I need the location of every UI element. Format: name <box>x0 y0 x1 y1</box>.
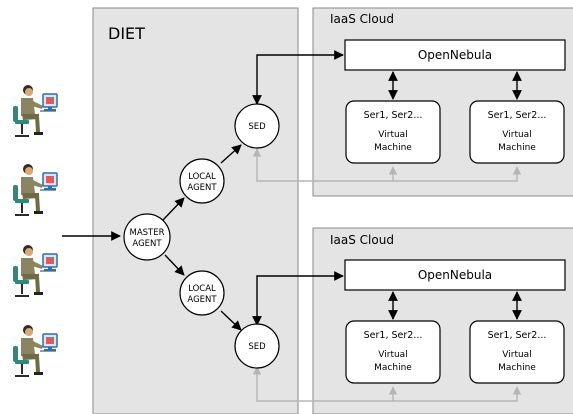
local-agent-bottom-label-line1: LOCAL <box>188 284 216 294</box>
vm-label-line1-1-bottom: Virtual <box>378 350 407 360</box>
vm-label-line2-2-top: Machine <box>498 143 536 153</box>
vm-services-2-top: Ser1, Ser2... <box>488 110 547 121</box>
local-agent-node-top <box>179 158 225 204</box>
local-agent-top-label-line1: LOCAL <box>188 172 216 182</box>
user-at-computer-icon <box>12 163 58 216</box>
sed-bottom-label: SED <box>248 342 266 352</box>
user-at-computer-icon <box>12 324 58 377</box>
vm-label-line1-2-top: Virtual <box>502 130 531 140</box>
sed-node-bottom <box>234 323 280 369</box>
master-agent-label-line2: AGENT <box>132 239 162 249</box>
iaas-cloud-label-bottom: IaaS Cloud <box>330 233 394 247</box>
sed-top-label: SED <box>248 122 266 132</box>
vm-feedback-line-top <box>252 148 522 182</box>
master-to-local-bottom-arrow <box>164 254 185 276</box>
opennebula-box-top <box>344 39 566 71</box>
master-agent-node <box>123 213 171 261</box>
local-top-to-sed-top-arrow <box>220 144 242 164</box>
local-agent-bottom-label-line2: AGENT <box>187 295 217 305</box>
vm-services-2-bottom: Ser1, Ser2... <box>488 330 547 341</box>
users-column <box>12 84 58 377</box>
opennebula-label-bottom: OpenNebula <box>418 268 492 282</box>
opennebula-box-bottom <box>344 259 566 291</box>
user-at-computer-icon <box>12 244 58 297</box>
vm-label-line2-1-bottom: Machine <box>374 363 412 373</box>
vm-services-1-bottom: Ser1, Ser2... <box>364 330 423 341</box>
master-to-local-top-arrow <box>162 197 185 221</box>
vm-label-line1-2-bottom: Virtual <box>502 350 531 360</box>
user-at-computer-icon <box>12 84 58 137</box>
vm-label-line1-1-top: Virtual <box>378 130 407 140</box>
iaas-cloud-label-top: IaaS Cloud <box>330 12 394 26</box>
vm-label-line2-2-bottom: Machine <box>498 363 536 373</box>
vm-services-1-top: Ser1, Ser2... <box>364 110 423 121</box>
vm-label-line2-1-top: Machine <box>374 143 412 153</box>
vm-feedback-line-bottom <box>252 366 522 402</box>
sed-to-opennebula-link-bottom <box>252 271 344 326</box>
local-agent-node-bottom <box>179 270 225 316</box>
master-agent-label-line1: MASTER <box>129 228 164 238</box>
opennebula-label-top: OpenNebula <box>418 48 492 62</box>
diet-title: DIET <box>108 24 145 43</box>
sed-to-opennebula-link-top <box>252 50 344 105</box>
local-agent-top-label-line2: AGENT <box>187 183 217 193</box>
sed-node-top <box>234 103 280 149</box>
local-bottom-to-sed-bottom-arrow <box>220 310 242 331</box>
